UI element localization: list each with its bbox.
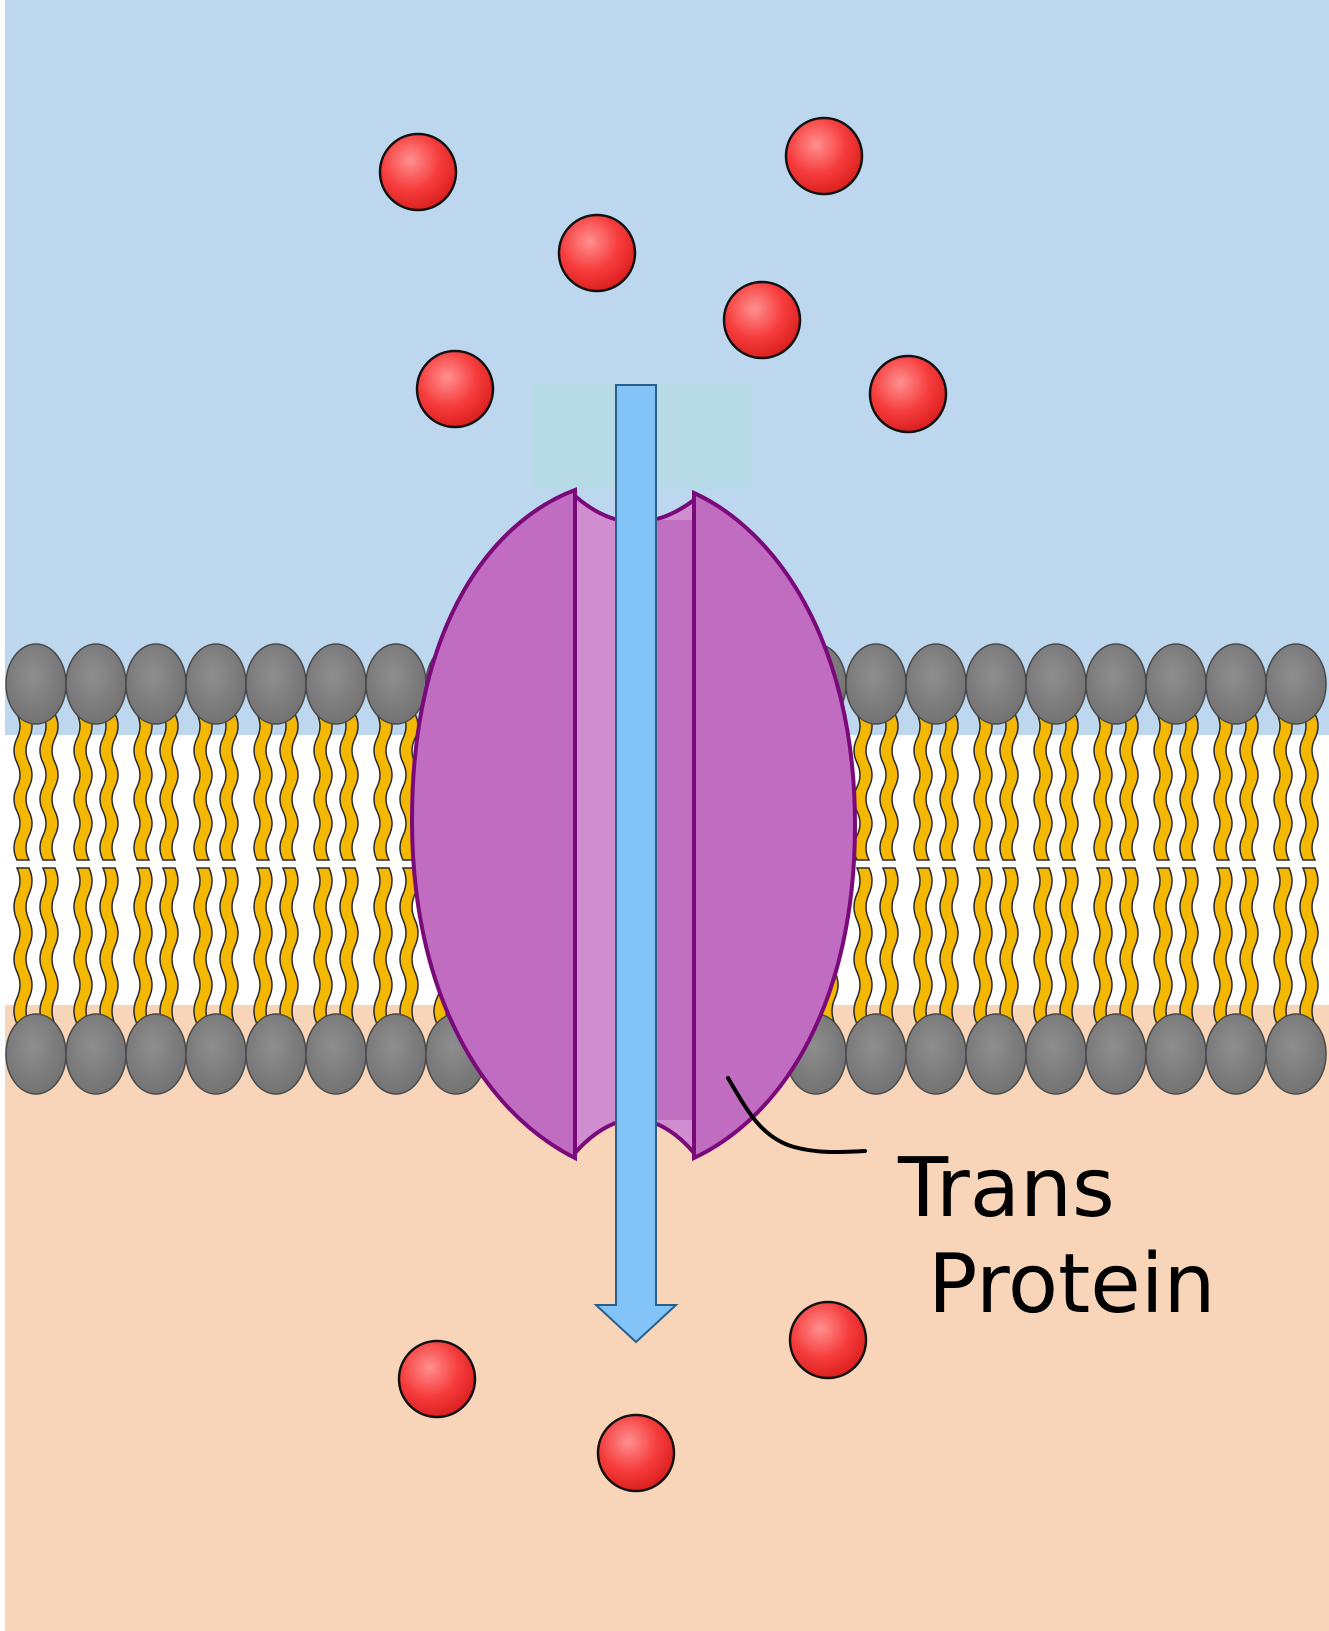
- lipid-tail: [1299, 713, 1319, 861]
- lipid-tail: [219, 713, 239, 861]
- lipid-tail: [133, 713, 153, 861]
- phospholipid-head: [965, 643, 1027, 725]
- molecule: [868, 354, 948, 434]
- molecule: [415, 349, 495, 429]
- phospholipid-head: [1025, 1013, 1087, 1095]
- phospholipid-head: [125, 1013, 187, 1095]
- phospholipid-head: [365, 643, 427, 725]
- molecule: [378, 132, 458, 212]
- phospholipid-head: [1145, 643, 1207, 725]
- lipid-tail: [939, 713, 959, 861]
- lipid-tail: [1059, 713, 1079, 861]
- phospholipid-head: [965, 1013, 1027, 1095]
- phospholipid-head: [905, 1013, 967, 1095]
- lipid-tail: [73, 713, 93, 861]
- phospholipid-head: [65, 1013, 127, 1095]
- phospholipid-head: [305, 1013, 367, 1095]
- lipid-tail: [339, 713, 359, 861]
- label-pointer-line: [726, 1076, 867, 1155]
- lipid-tail: [39, 713, 59, 861]
- lipid-tail: [99, 713, 119, 861]
- phospholipid-head: [845, 643, 907, 725]
- transport-arrow: [593, 384, 679, 1344]
- phospholipid-head: [1145, 1013, 1207, 1095]
- lipid-tail: [193, 713, 213, 861]
- lipid-tail: [1179, 713, 1199, 861]
- lipid-tail: [1119, 713, 1139, 861]
- lipid-tail: [373, 713, 393, 861]
- phospholipid-head: [1205, 1013, 1267, 1095]
- molecule: [596, 1413, 676, 1493]
- lipid-tail: [999, 713, 1019, 861]
- molecule: [788, 1300, 868, 1380]
- phospholipid-head: [365, 1013, 427, 1095]
- lipid-tail: [1153, 713, 1173, 861]
- label-line-1: Trans: [897, 1141, 1115, 1236]
- lipid-tail: [159, 713, 179, 861]
- phospholipid-head: [185, 643, 247, 725]
- lipid-tail: [253, 713, 273, 861]
- phospholipid-head: [1025, 643, 1087, 725]
- molecule: [722, 280, 802, 360]
- lipid-tail: [313, 713, 333, 861]
- label-line-2: Protein: [928, 1237, 1215, 1332]
- phospholipid-head: [1265, 1013, 1327, 1095]
- lipid-tail: [279, 713, 299, 861]
- phospholipid-head: [185, 1013, 247, 1095]
- lipid-tail: [13, 713, 33, 861]
- lipid-tail: [879, 713, 899, 861]
- lipid-tail: [1093, 713, 1113, 861]
- phospholipid-head: [1265, 643, 1327, 725]
- phospholipid-head: [5, 643, 67, 725]
- lipid-tail: [1273, 713, 1293, 861]
- lipid-tail: [1213, 713, 1233, 861]
- phospholipid-head: [1085, 1013, 1147, 1095]
- phospholipid-head: [245, 643, 307, 725]
- lipid-tail: [913, 713, 933, 861]
- molecule: [397, 1339, 477, 1419]
- protein-right-half: [692, 489, 858, 1162]
- phospholipid-head: [65, 643, 127, 725]
- lipid-tail: [973, 713, 993, 861]
- phospholipid-head: [845, 1013, 907, 1095]
- molecule: [784, 116, 864, 196]
- lipid-tail: [1033, 713, 1053, 861]
- lipid-tail: [853, 713, 873, 861]
- molecule: [557, 213, 637, 293]
- phospholipid-head: [1205, 643, 1267, 725]
- phospholipid-head: [1085, 643, 1147, 725]
- protein-left-half: [409, 487, 577, 1162]
- phospholipid-head: [5, 1013, 67, 1095]
- phospholipid-head: [245, 1013, 307, 1095]
- phospholipid-head: [125, 643, 187, 725]
- phospholipid-head: [905, 643, 967, 725]
- molecules-group: [378, 116, 948, 1493]
- phospholipid-head: [305, 643, 367, 725]
- lipid-tail: [1239, 713, 1259, 861]
